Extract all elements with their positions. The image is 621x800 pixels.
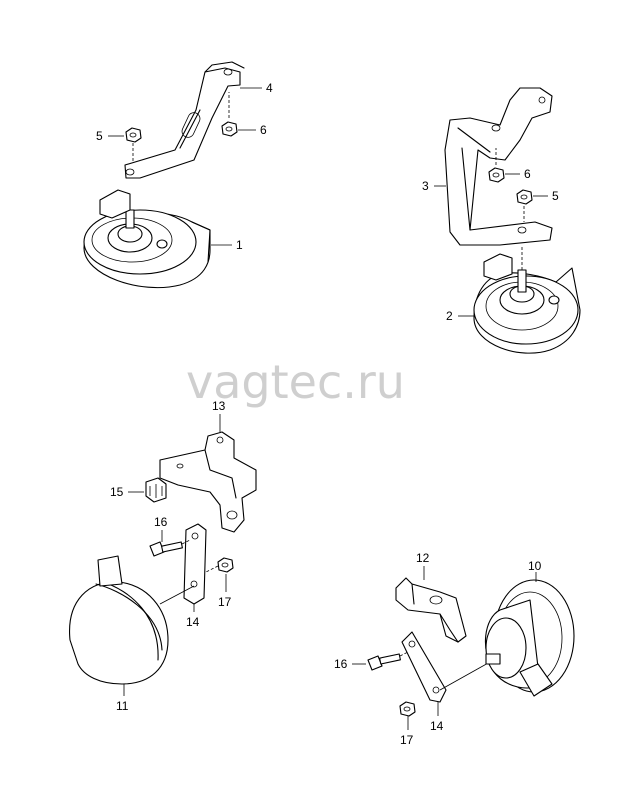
callout-3: 3: [422, 179, 429, 193]
callout-6: 6: [524, 167, 531, 181]
callout-2: 2: [446, 309, 453, 323]
callout-16: 16: [154, 515, 168, 529]
callout-4: 4: [266, 81, 273, 95]
bracket-part-3: [444, 87, 553, 246]
nut-part-5: [125, 127, 142, 162]
horn-part-11: [69, 555, 169, 685]
connector-part-15: [145, 477, 167, 503]
callout-1: 1: [236, 238, 243, 252]
callout-11: 11: [116, 699, 129, 713]
bracket-part-13: [159, 431, 257, 533]
bolt-part-16: [149, 539, 191, 557]
nut-part-6: [488, 148, 505, 183]
callout-17: 17: [400, 733, 414, 747]
callout-17: 17: [218, 595, 232, 609]
bracket-part-4: [124, 61, 245, 179]
callout-5: 5: [96, 129, 103, 143]
strap-part-14: [159, 523, 207, 605]
horn-assembly-top-right: 3 6 5 2: [422, 87, 581, 354]
nut-part-6: [221, 92, 238, 137]
horn-assembly-top-left: 4 5 6 1: [83, 61, 273, 289]
horn-assembly-bottom-left: 13 15 16 17 14 11: [69, 399, 257, 713]
horn-part-10: [484, 579, 575, 697]
callout-10: 10: [528, 559, 542, 573]
watermark: vagtec.ru: [186, 355, 405, 409]
callout-12: 12: [416, 551, 430, 565]
strap-part-14: [401, 631, 491, 703]
callout-16: 16: [334, 657, 348, 671]
bolt-part-16: [367, 651, 409, 671]
callout-5: 5: [552, 189, 559, 203]
nut-part-17: [205, 557, 234, 573]
callout-15: 15: [110, 485, 124, 499]
callout-14: 14: [430, 719, 444, 733]
nut-part-17: [399, 701, 416, 717]
horn-part-2: [473, 245, 581, 354]
nut-part-5: [516, 189, 533, 222]
horn-assembly-bottom-right: 12 10 16 14 17: [334, 551, 575, 747]
bracket-part-12: [395, 577, 467, 643]
callout-14: 14: [186, 615, 200, 629]
callout-6: 6: [260, 123, 267, 137]
horn-part-1: [83, 189, 211, 289]
callout-13: 13: [212, 399, 226, 413]
